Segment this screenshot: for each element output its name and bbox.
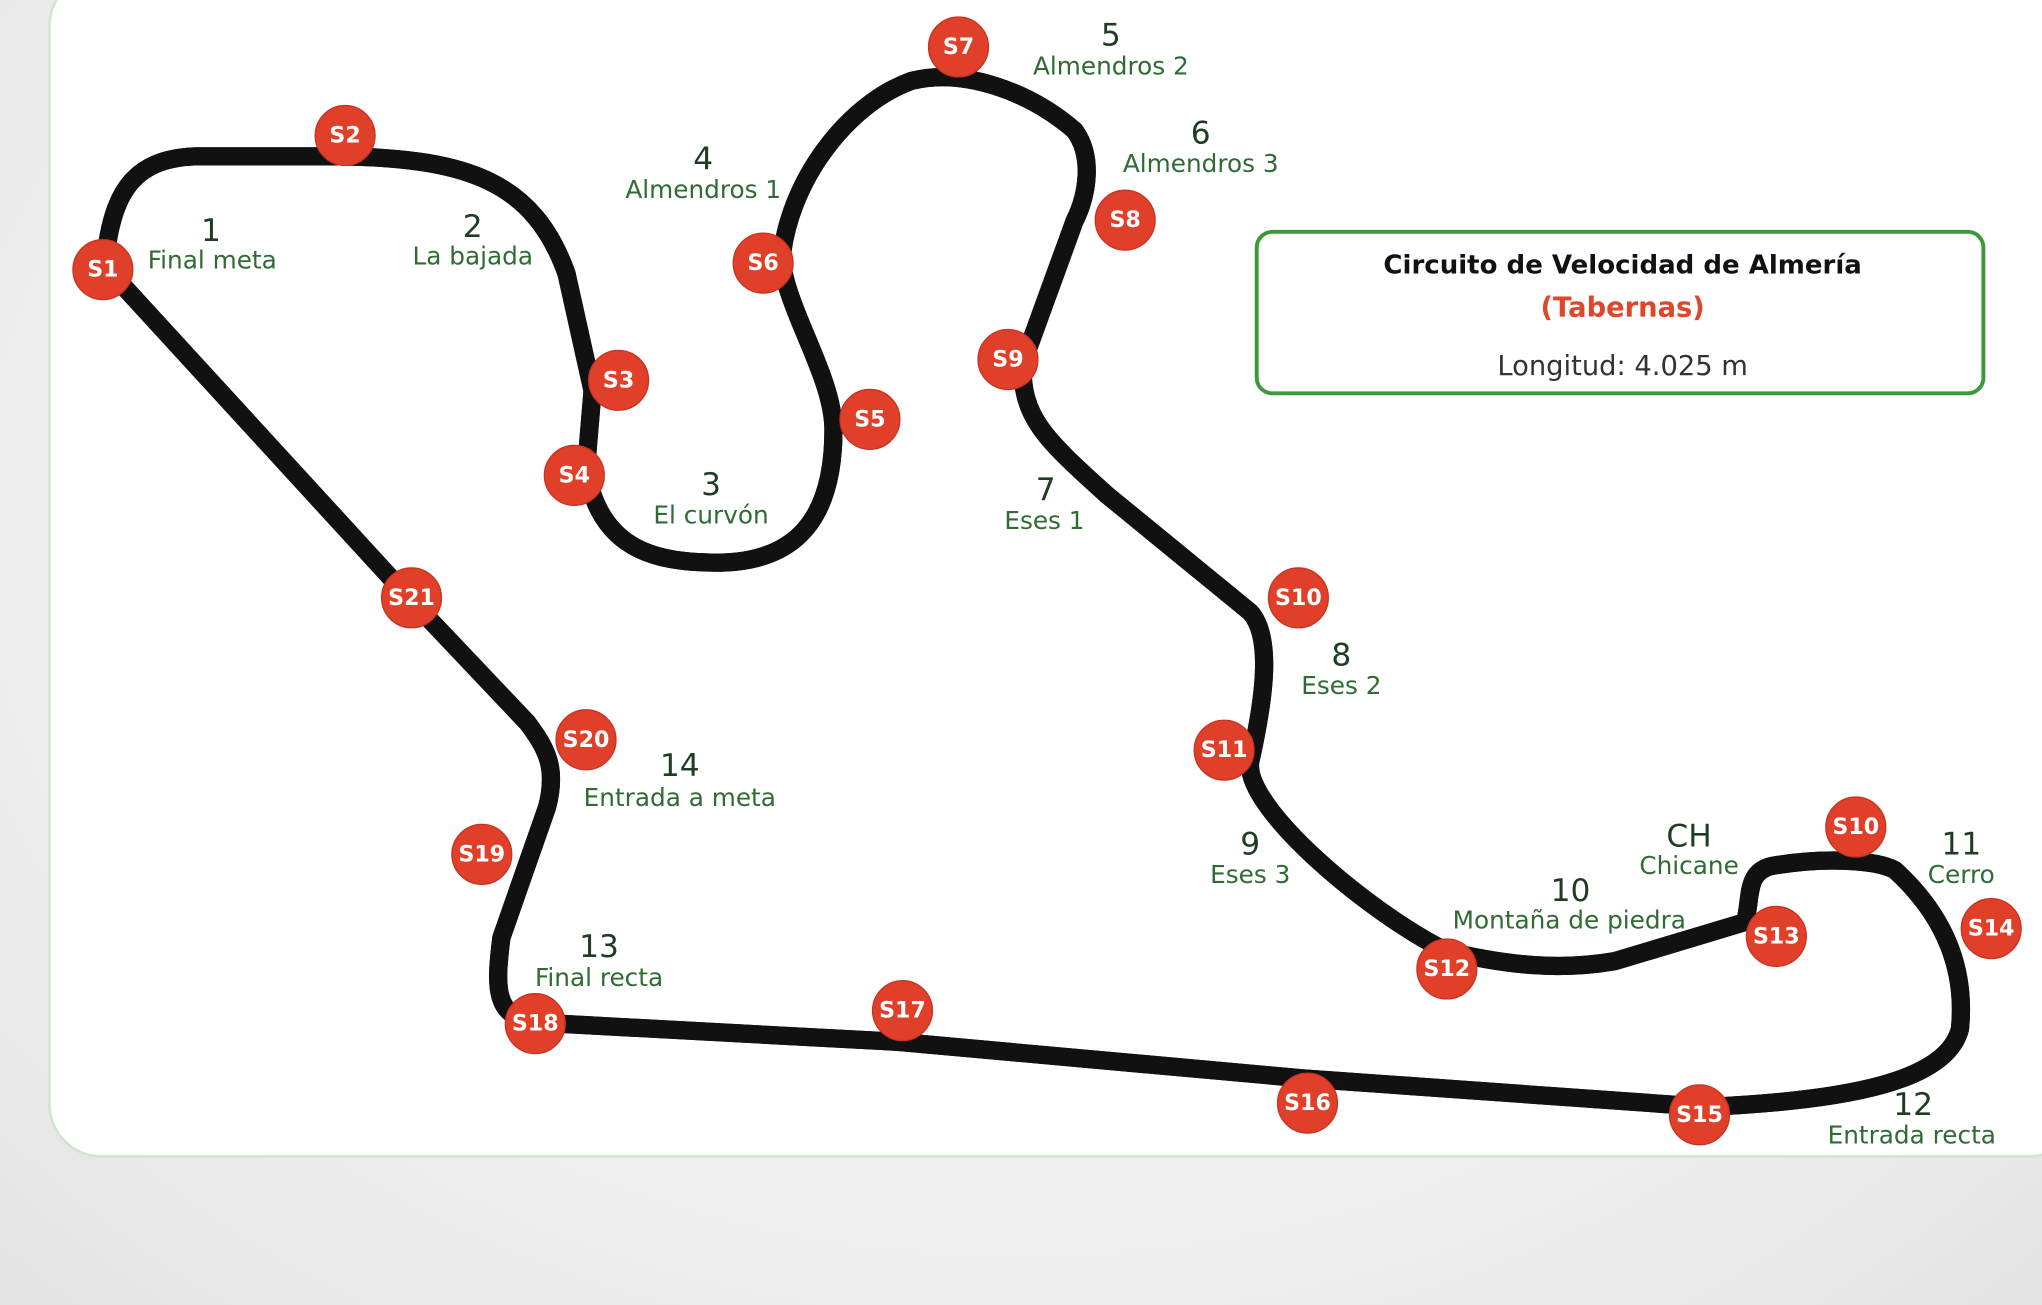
corner-4-name: Almendros 1 <box>625 175 781 204</box>
corner-1-number: 1 <box>201 213 221 249</box>
marker-s15[interactable]: S15 <box>1668 1084 1731 1146</box>
info-box: Circuito de Velocidad de Almería (Tabern… <box>1254 229 1986 396</box>
marker-label: S2 <box>329 122 360 148</box>
marker-s7[interactable]: S7 <box>927 16 990 78</box>
marker-label: S1 <box>87 257 118 283</box>
marker-label: S11 <box>1201 737 1248 763</box>
corner-ch-name: Chicane <box>1639 851 1738 880</box>
circuit-length: Longitud: 4.025 m <box>1497 351 1748 382</box>
corner-8-number: 8 <box>1331 638 1351 674</box>
marker-s8[interactable]: S8 <box>1094 189 1156 251</box>
marker-s13[interactable]: S13 <box>1745 905 1807 968</box>
marker-label: S3 <box>603 367 634 393</box>
marker-label: S21 <box>388 585 435 611</box>
sector-markers: S1 S2 S3 S4 S5 S6 S7 S8 S9 S10 S11 S12 S… <box>72 16 2022 1146</box>
marker-label: S4 <box>559 462 590 488</box>
corner-7-number: 7 <box>1036 472 1056 508</box>
corner-9-name: Eses 3 <box>1210 860 1290 889</box>
corner-4-number: 4 <box>693 141 713 177</box>
corner-5-number: 5 <box>1101 18 1121 54</box>
corner-11-number: 11 <box>1941 826 1981 862</box>
marker-label: S13 <box>1753 923 1800 949</box>
corner-6-number: 6 <box>1191 115 1211 151</box>
marker-s20[interactable]: S20 <box>555 709 617 771</box>
marker-s10[interactable]: S10 <box>1267 567 1329 629</box>
marker-s5[interactable]: S5 <box>839 388 901 450</box>
circuit-subtitle: (Tabernas) <box>1541 293 1705 324</box>
marker-s16[interactable]: S16 <box>1276 1072 1339 1134</box>
circuit-title: Circuito de Velocidad de Almería <box>1383 251 1861 281</box>
corner-7-name: Eses 1 <box>1004 506 1084 535</box>
corner-labels: 1 Final meta 2 La bajada 3 El curvón 4 A… <box>148 18 1996 1150</box>
marker-label: S5 <box>854 406 885 432</box>
marker-label: S10 <box>1275 585 1322 611</box>
corner-3-name: El curvón <box>653 501 768 530</box>
marker-s17[interactable]: S17 <box>871 980 934 1042</box>
marker-s11[interactable]: S11 <box>1193 719 1255 781</box>
corner-12-name: Entrada recta <box>1828 1120 1996 1149</box>
corner-8-name: Eses 2 <box>1301 671 1381 700</box>
marker-label: S20 <box>563 727 610 753</box>
corner-10-number: 10 <box>1551 873 1591 909</box>
map-panel <box>48 0 2042 1158</box>
marker-label: S15 <box>1676 1102 1723 1128</box>
marker-s2[interactable]: S2 <box>314 104 376 167</box>
marker-label: S6 <box>747 250 778 276</box>
corner-13-number: 13 <box>579 929 619 965</box>
marker-label: S7 <box>943 34 974 60</box>
marker-s10-second[interactable]: S10 <box>1825 796 1887 858</box>
marker-s21[interactable]: S21 <box>380 567 443 629</box>
track <box>104 77 1961 1117</box>
corner-10-name: Montaña de piedra <box>1453 906 1686 935</box>
marker-s12[interactable]: S12 <box>1416 938 1478 1000</box>
corner-14-number: 14 <box>660 748 700 784</box>
marker-s18[interactable]: S18 <box>504 993 566 1055</box>
marker-label: S9 <box>992 346 1023 372</box>
corner-9-number: 9 <box>1240 826 1260 862</box>
corner-11-name: Cerro <box>1928 860 1995 889</box>
marker-label: S17 <box>879 998 926 1024</box>
marker-label: S16 <box>1284 1090 1331 1116</box>
corner-2-number: 2 <box>463 209 483 245</box>
marker-s19[interactable]: S19 <box>451 823 513 885</box>
corner-3-number: 3 <box>701 467 721 503</box>
marker-label: S19 <box>458 841 505 867</box>
marker-s4[interactable]: S4 <box>543 444 605 506</box>
marker-s9[interactable]: S9 <box>977 328 1039 391</box>
marker-label: S14 <box>1968 916 2015 942</box>
marker-label: S8 <box>1110 207 1141 233</box>
marker-s1[interactable]: S1 <box>72 239 134 301</box>
corner-ch-number: CH <box>1666 819 1711 855</box>
corner-5-name: Almendros 2 <box>1033 51 1189 80</box>
corner-2-name: La bajada <box>412 241 533 270</box>
marker-s6[interactable]: S6 <box>732 232 794 294</box>
corner-6-name: Almendros 3 <box>1123 149 1279 178</box>
corner-14-name: Entrada a meta <box>584 783 776 812</box>
marker-label: S12 <box>1423 956 1470 982</box>
marker-label: S18 <box>512 1011 559 1037</box>
corner-12-number: 12 <box>1893 1087 1933 1123</box>
corner-13-name: Final recta <box>535 963 663 992</box>
marker-s14[interactable]: S14 <box>1960 897 2022 960</box>
corner-1-name: Final meta <box>148 245 277 274</box>
marker-label: S10 <box>1832 814 1879 840</box>
marker-s3[interactable]: S3 <box>587 349 650 411</box>
